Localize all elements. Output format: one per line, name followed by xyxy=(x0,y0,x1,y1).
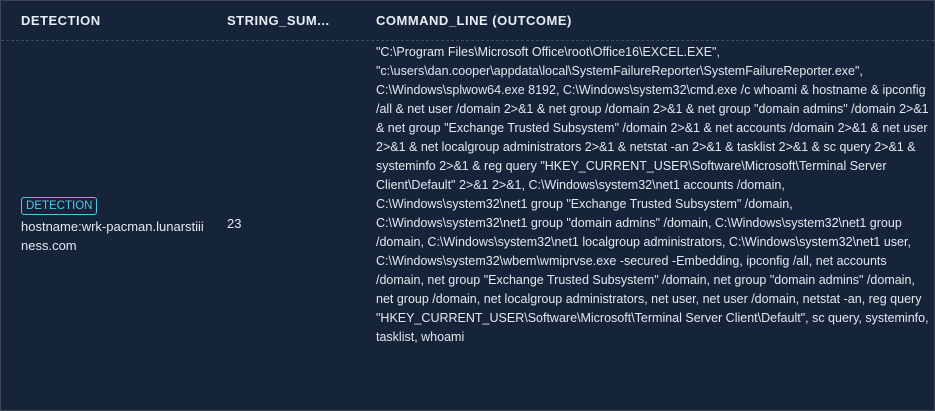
detection-cell: DETECTION hostname:wrk-pacman.lunarstiii… xyxy=(21,196,221,255)
table-header: DETECTION STRING_SUM... COMMAND_LINE (OU… xyxy=(1,1,934,41)
column-header-command-line[interactable]: COMMAND_LINE (OUTCOME) xyxy=(376,13,572,28)
string-sum-cell: 23 xyxy=(227,216,242,231)
column-header-string-sum[interactable]: STRING_SUM... xyxy=(227,13,330,28)
detection-badge[interactable]: DETECTION xyxy=(21,197,98,215)
command-line-cell: "C:\Program Files\Microsoft Office\root\… xyxy=(376,45,929,344)
hostname-text: hostname:wrk-pacman.lunarstiiiness.com xyxy=(21,219,204,253)
column-header-detection[interactable]: DETECTION xyxy=(21,13,101,28)
table-row[interactable]: DETECTION hostname:wrk-pacman.lunarstiii… xyxy=(1,41,934,410)
